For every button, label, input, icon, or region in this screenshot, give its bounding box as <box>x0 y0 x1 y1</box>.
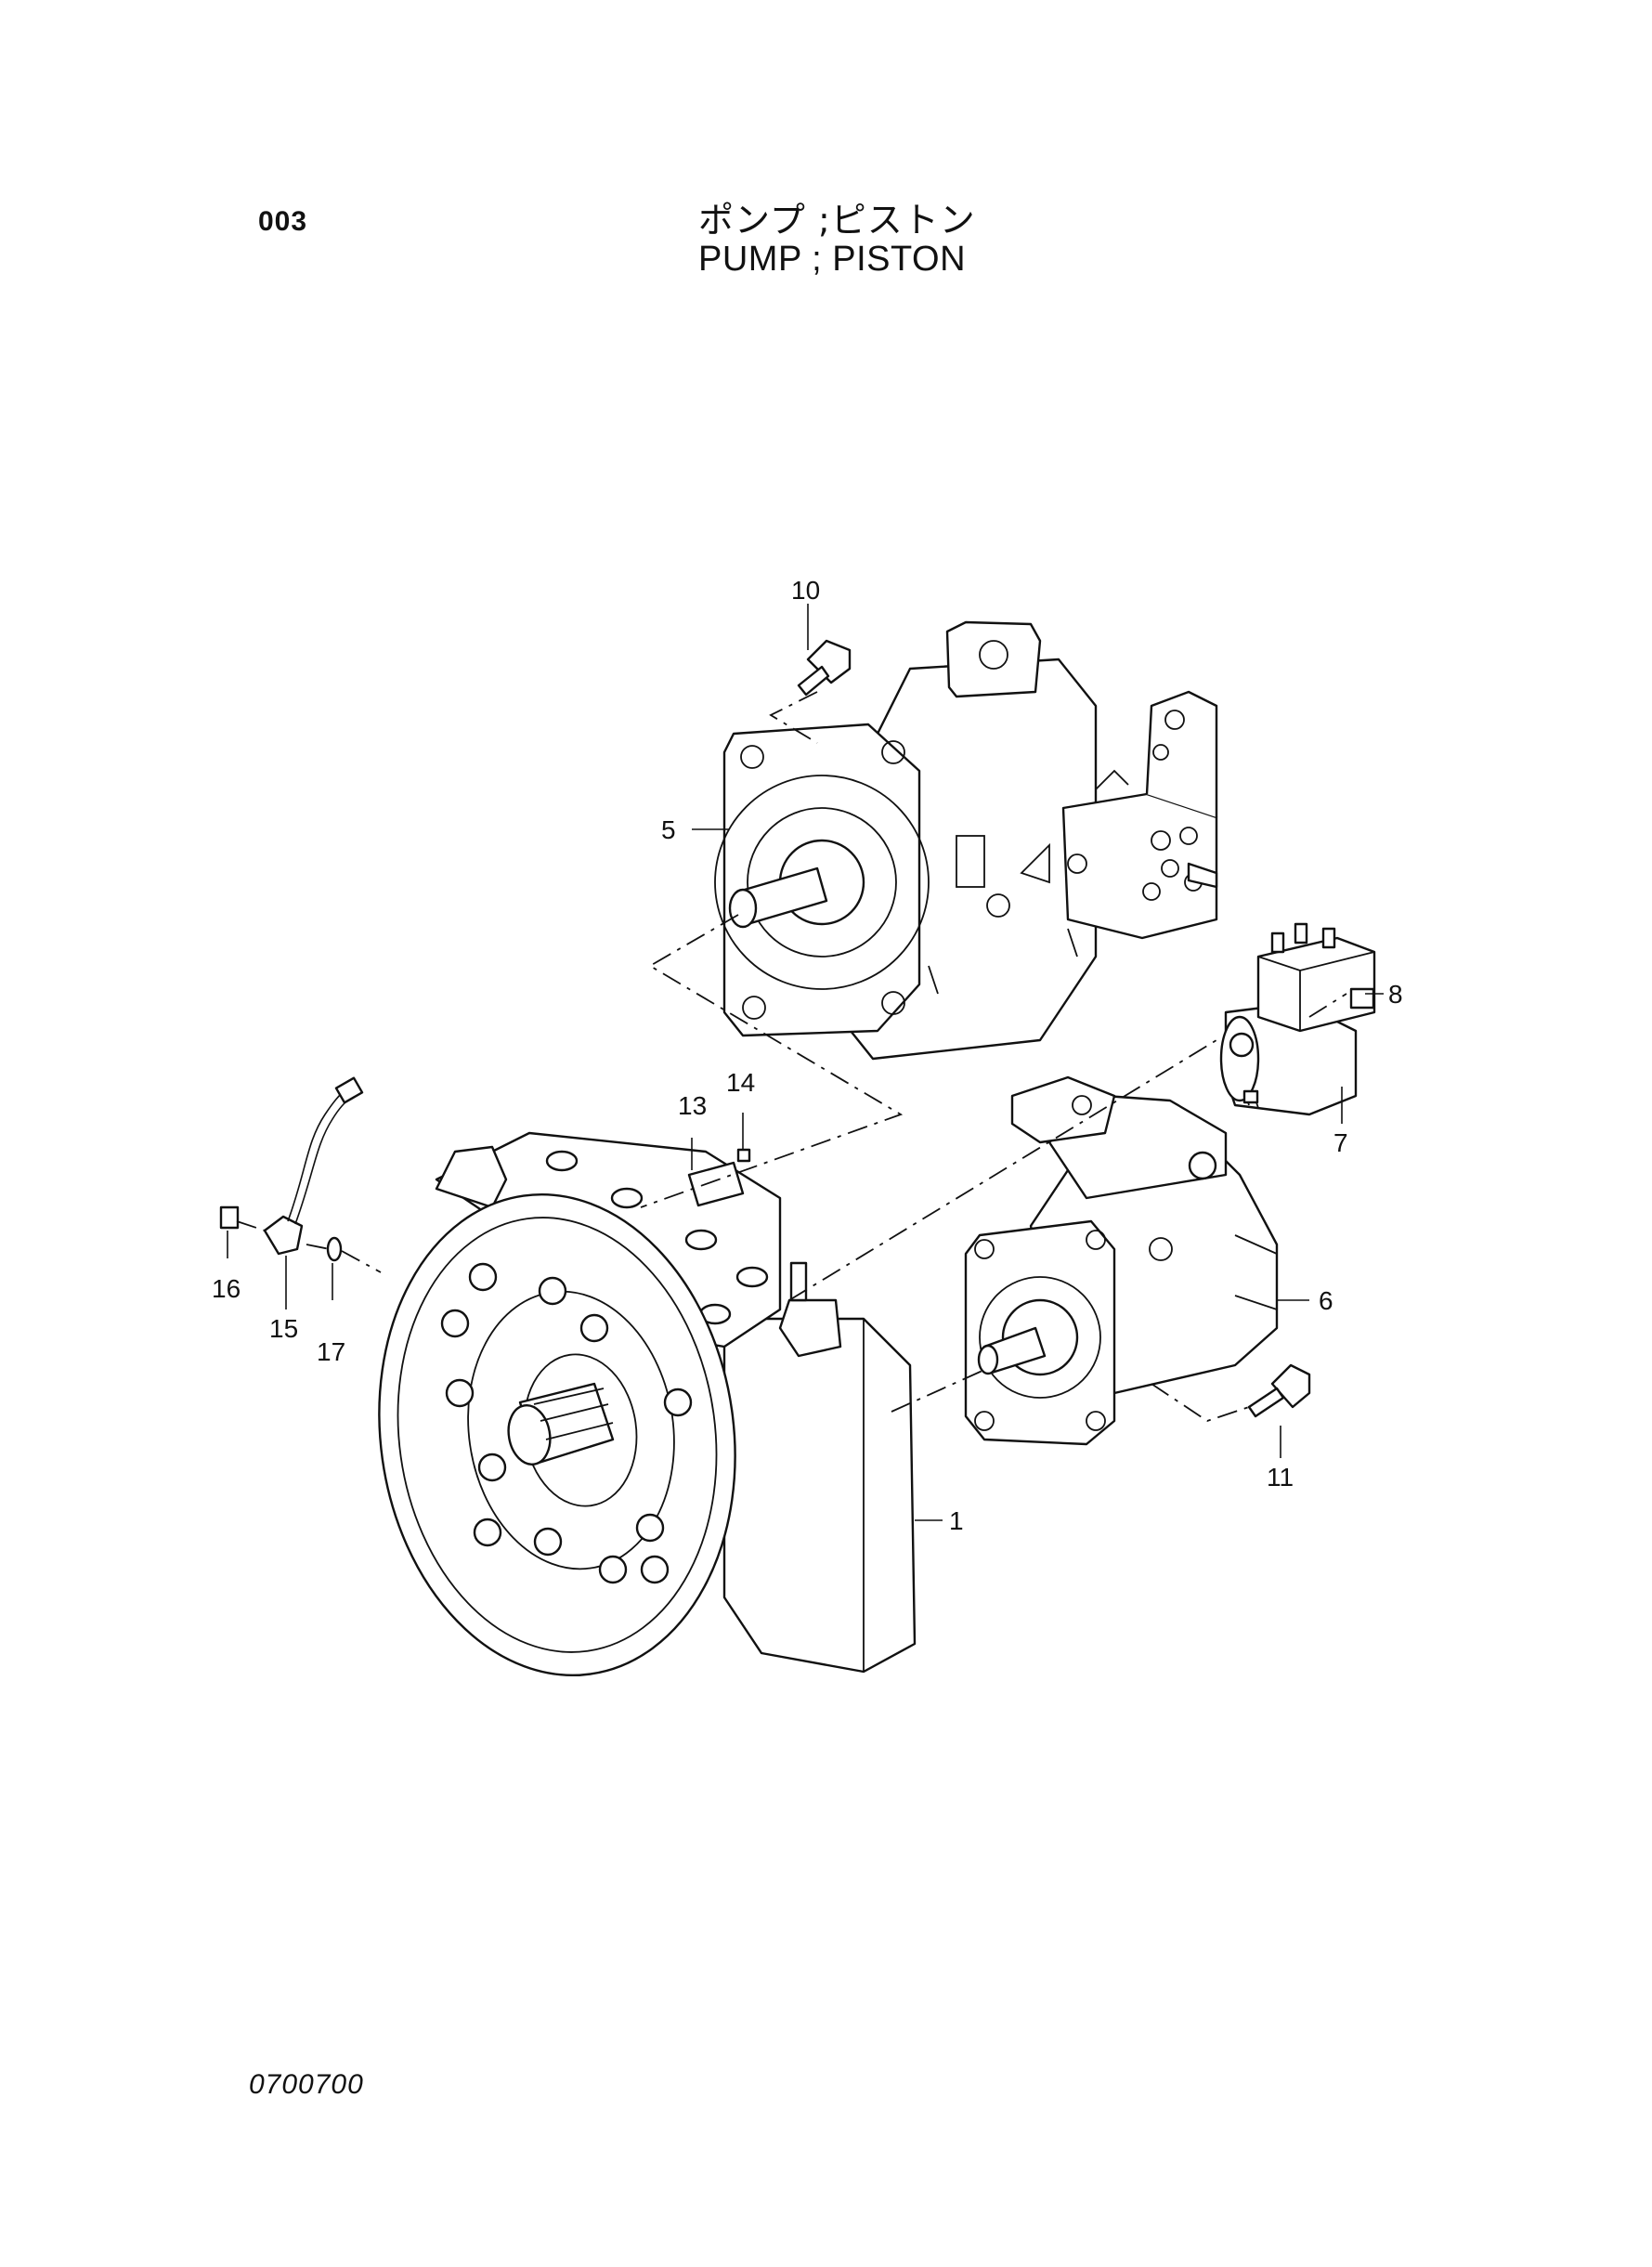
part-1-main-pump <box>378 1131 917 1677</box>
callout-11: 11 <box>1267 1463 1294 1492</box>
part-17-o-ring <box>326 1236 343 1262</box>
callout-8: 8 <box>1388 980 1403 1009</box>
part-13-name-plate <box>687 1161 745 1207</box>
part-14-screw <box>736 1148 751 1163</box>
callout-10: 10 <box>791 576 820 605</box>
callout-15: 15 <box>269 1314 298 1343</box>
callout-17: 17 <box>317 1337 345 1366</box>
callout-6: 6 <box>1319 1286 1333 1315</box>
callout-16: 16 <box>212 1274 241 1303</box>
part-7-regulator <box>1219 1001 1358 1116</box>
part-11-bolt <box>1247 1363 1311 1418</box>
callout-1: 1 <box>949 1506 964 1535</box>
callout-labels: 10 5 8 7 14 13 6 16 15 17 11 1 <box>212 576 1403 1535</box>
page-code: 003 <box>258 206 308 237</box>
part-5-pump <box>714 620 1218 1061</box>
part-10-bolt <box>797 639 852 697</box>
title-english: PUMP ; PISTON <box>698 240 967 279</box>
callout-7: 7 <box>1333 1128 1348 1157</box>
part-6-aux-pump <box>964 1075 1279 1446</box>
callout-13: 13 <box>678 1091 707 1120</box>
leader-lines <box>227 604 1384 1521</box>
callout-5: 5 <box>661 815 676 844</box>
part-15-sensor <box>263 1076 364 1256</box>
assembly-lines <box>236 691 1347 1422</box>
part-8-valve-block <box>1256 922 1376 1033</box>
title-japanese: ポンプ ;ピストン <box>698 200 976 241</box>
part-16-plug <box>219 1205 240 1230</box>
callout-14: 14 <box>726 1068 755 1097</box>
document-code: 0700700 <box>249 2069 364 2100</box>
